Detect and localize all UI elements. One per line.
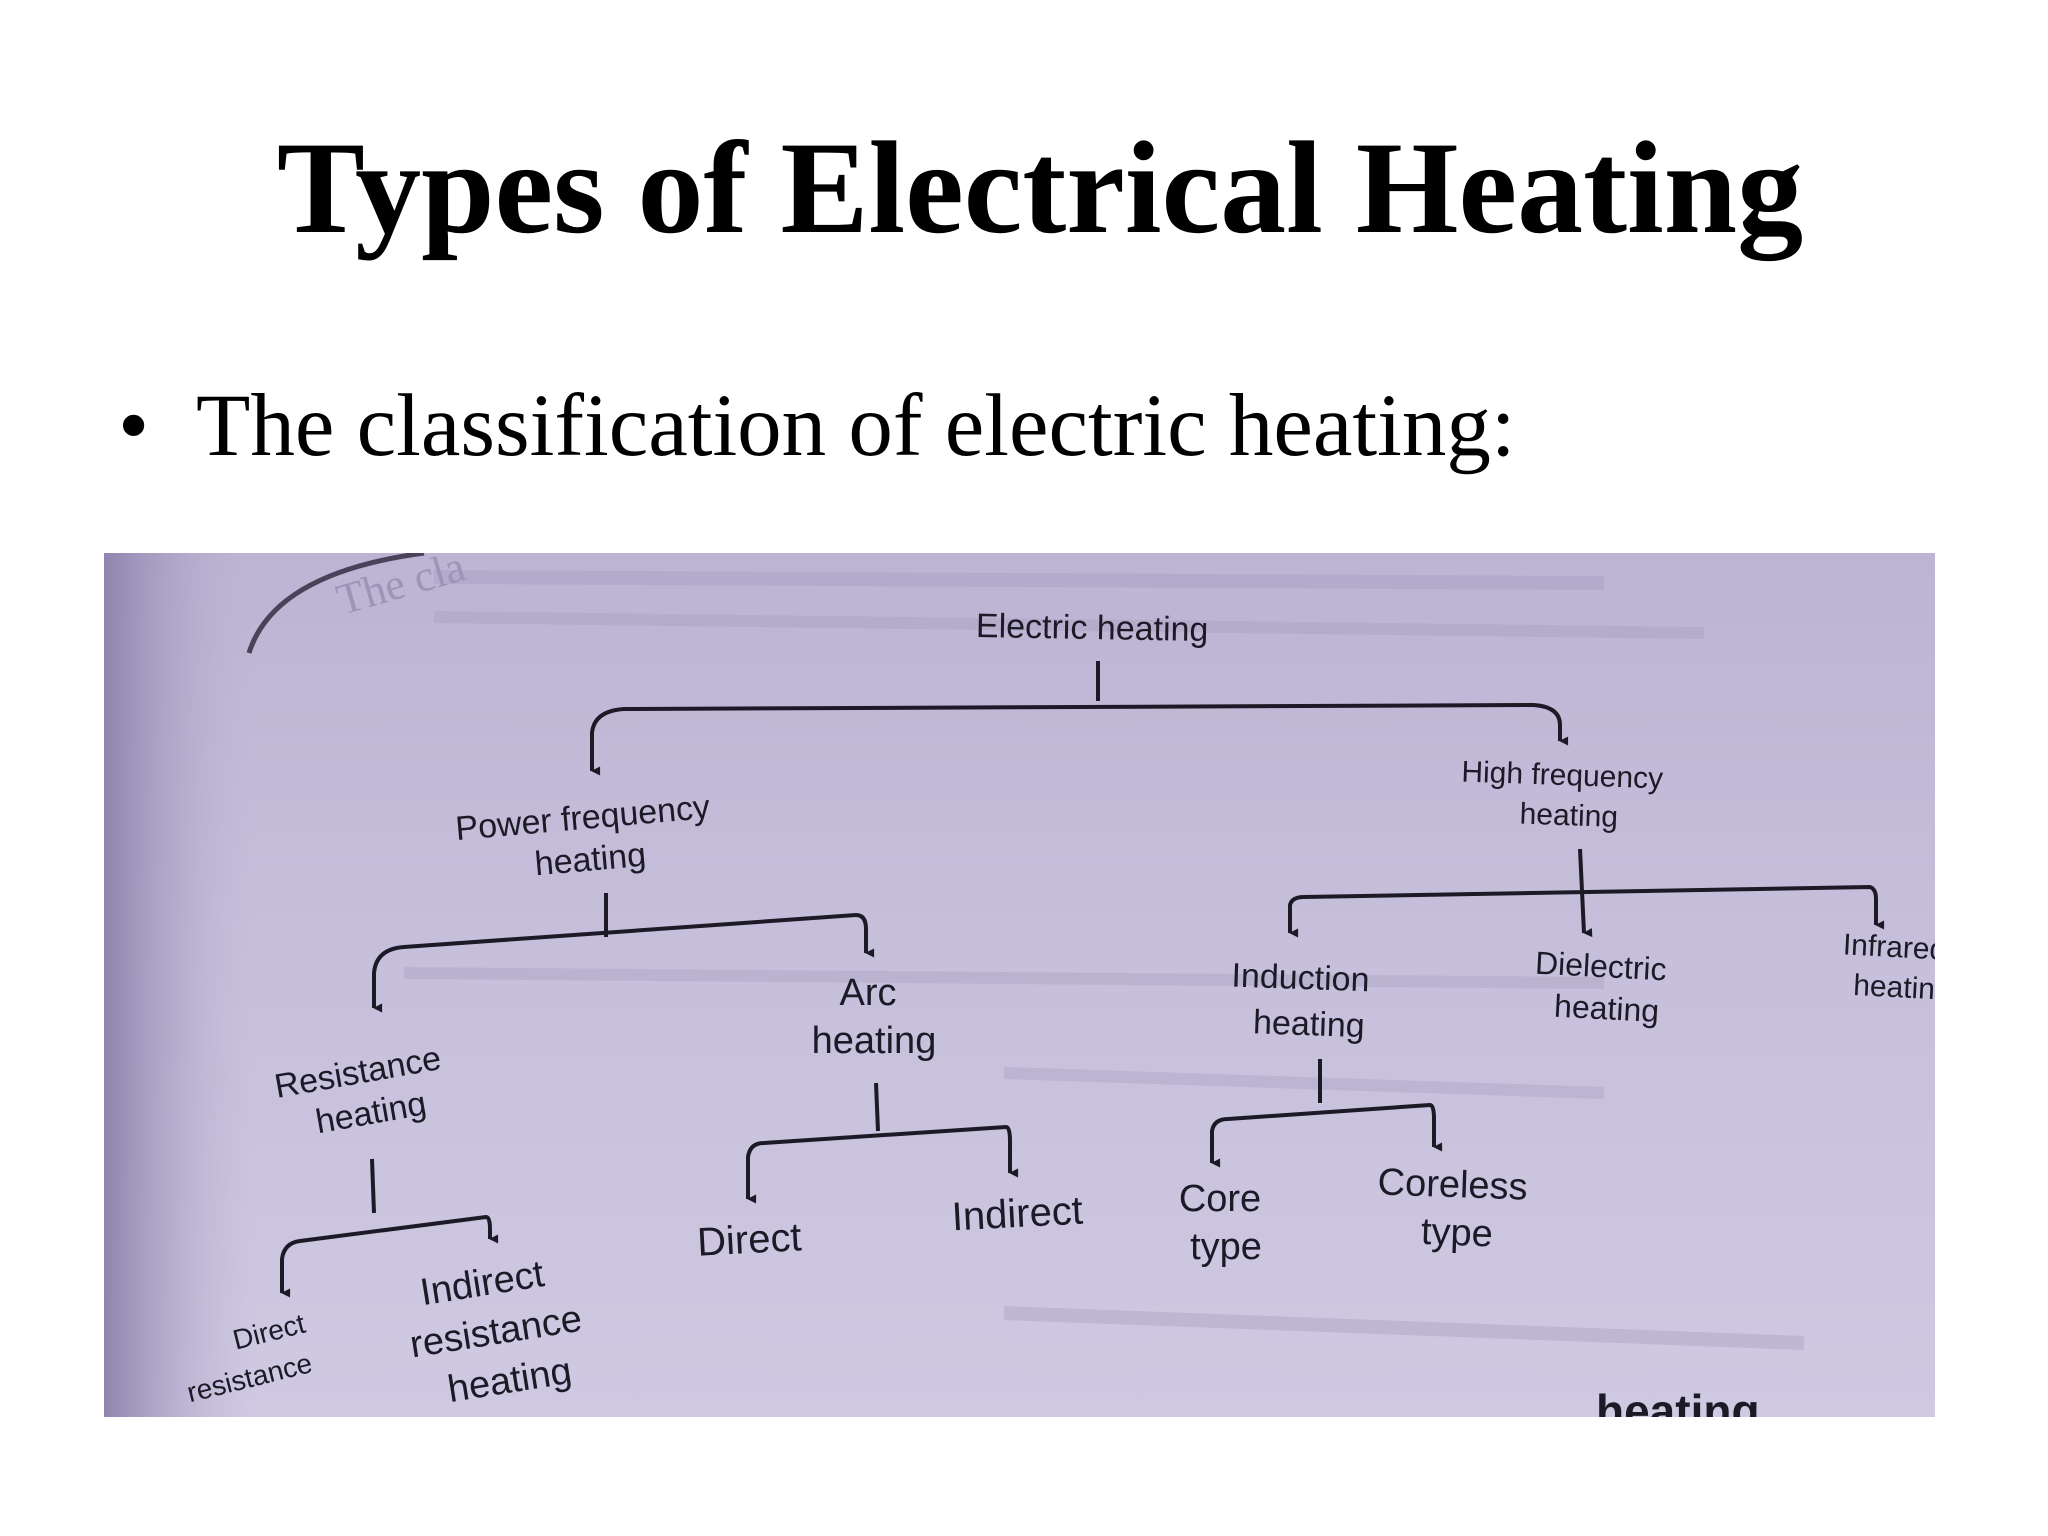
tree-connectors — [280, 661, 1885, 1298]
node-induction-line2: heating — [1253, 1003, 1366, 1045]
bleed-through-lines — [403, 570, 1805, 1350]
node-induction-heating: Induction heating — [1231, 957, 1370, 1046]
node-dielectric-heating: Dielectric heating — [1534, 945, 1667, 1030]
node-arc-indirect: Indirect — [951, 1189, 1084, 1240]
classification-diagram-photo: The cla — [104, 553, 1935, 1417]
node-electric-heating: Electric heating — [976, 607, 1209, 649]
node-arc-heating: Arc heating — [812, 972, 937, 1062]
node-power-frequency-line2: heating — [533, 836, 647, 884]
node-core-type-line2: type — [1190, 1226, 1262, 1268]
bullet-text: The classification of electric heating: — [196, 377, 1516, 475]
node-power-frequency-line1: Power frequency — [454, 788, 711, 848]
page-gutter-shade — [104, 553, 254, 1417]
node-dielectric-line1: Dielectric — [1534, 945, 1667, 988]
diagram-svg: The cla — [104, 553, 1935, 1417]
page-curve — [246, 553, 425, 654]
diagram-labels: Electric heating Power frequency heating… — [184, 607, 1935, 1411]
node-arc-line1: Arc — [840, 972, 897, 1014]
node-arc-line2: heating — [812, 1020, 937, 1062]
bullet-dot: • — [118, 377, 150, 475]
node-infrared-line2: heating — [1852, 969, 1935, 1007]
node-infrared-line1: Infrared — [1842, 928, 1935, 966]
node-power-frequency-heating: Power frequency heating — [454, 788, 711, 884]
node-infrared-heating: Infrared heating — [1842, 928, 1935, 1007]
node-induction-line1: Induction — [1231, 957, 1370, 1000]
node-high-frequency-line1: High frequency — [1461, 755, 1664, 795]
node-resistance-heating: Resistance heating — [272, 1039, 444, 1141]
node-high-frequency-line2: heating — [1519, 798, 1619, 834]
node-high-frequency-heating: High frequency heating — [1461, 755, 1664, 834]
node-arc-direct: Direct — [696, 1215, 803, 1264]
bottom-caption: heating — [1596, 1385, 1760, 1417]
node-coreless-type: Coreless type — [1377, 1161, 1528, 1255]
bullet-item: •The classification of electric heating: — [118, 382, 1516, 471]
node-coreless-type-line1: Coreless — [1377, 1161, 1528, 1208]
node-dielectric-line2: heating — [1553, 988, 1660, 1029]
node-coreless-type-line2: type — [1420, 1211, 1493, 1255]
slide-title: Types of Electrical Heating — [276, 114, 1804, 261]
node-indirect-resistance-line3: heating — [445, 1350, 575, 1411]
node-core-type-line1: Core — [1179, 1178, 1261, 1220]
node-core-type: Core type — [1179, 1178, 1262, 1268]
node-indirect-resistance-heating: Indirect resistance heating — [407, 1253, 585, 1411]
